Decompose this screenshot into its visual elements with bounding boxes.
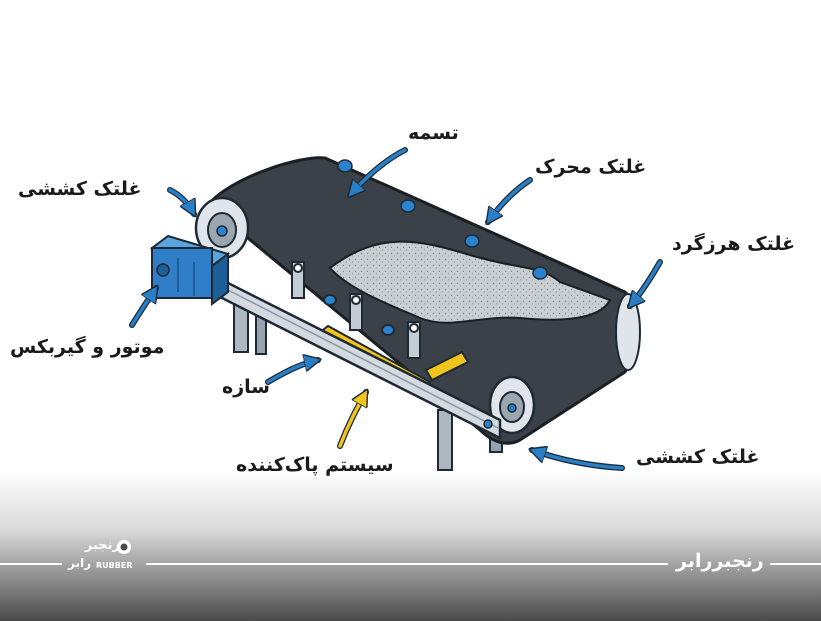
label-tension-roller-bottom: غلتک کششی [636,446,760,468]
label-motor-gearbox: موتور و گیربکس [10,336,165,358]
head-roller [488,375,536,435]
motor-gearbox [149,234,231,306]
footer-background [0,470,821,621]
label-tension-roller-top: غلتک کششی [18,178,142,200]
footer-logo: رنجبر رابر RUBBER [66,538,146,578]
label-idler-roller: غلتک هرزگرد [672,233,796,255]
logo-text-fa-bottom: رابر [68,556,91,570]
yellow-arrow-icon [337,392,369,449]
carrying-idlers [337,159,548,280]
label-belt: تسمه [408,122,459,144]
footer-line-right [770,563,821,565]
label-frame: سازه [222,376,270,398]
return-idlers [291,261,421,359]
footer-brand-name: رنجبررابر [676,550,764,572]
logo-text-en: RUBBER [96,561,133,570]
logo-text-fa-top: رنجبر [84,538,120,553]
footer-line-left [0,563,62,565]
label-cleaning-system: سیستم پاک‌کننده [236,454,394,476]
belt-material [328,240,612,324]
footer-line-middle [146,563,668,565]
blue-arrow-icon [129,147,663,471]
rubber-logo-icon [117,540,131,554]
label-drive-roller: غلتک محرک [535,156,647,178]
